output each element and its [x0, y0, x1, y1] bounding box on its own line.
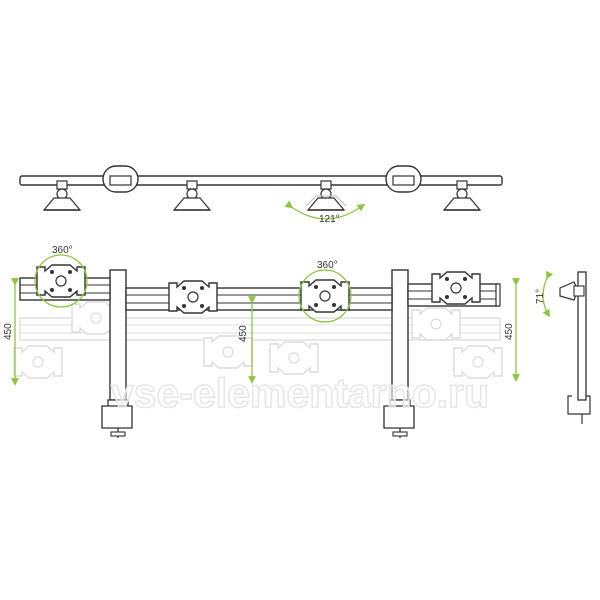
side-post: [577, 271, 587, 401]
top-view: 121°: [19, 165, 503, 225]
tilt-angle-arc: [542, 270, 554, 318]
watermark: vse-elementarno.ru: [111, 370, 489, 416]
swivel-angle-arc: [284, 200, 366, 220]
rotation-circle-left: [34, 254, 88, 308]
height-dimension-right: 450: [504, 278, 520, 382]
height-label-right: 450: [504, 323, 515, 340]
rotation-label-left: 360°: [52, 245, 73, 256]
tilt-angle-label: 71°: [535, 289, 546, 304]
rotation-circle-center: [298, 269, 352, 323]
top-view-beam: [19, 175, 503, 186]
vesa-plate-1: [36, 264, 86, 298]
height-dimension-left: 450: [3, 278, 19, 386]
height-label-middle: 450: [238, 325, 249, 342]
rotation-label-center: 360°: [317, 260, 338, 271]
clamp-right: [383, 399, 415, 438]
front-view: 360° 360° 450 450 450: [3, 245, 520, 438]
swivel-angle-label: 121°: [319, 214, 340, 225]
clamp-left: [101, 399, 133, 438]
vesa-plate-3: [300, 279, 350, 313]
height-dimension-middle: 450: [238, 296, 256, 384]
vesa-plate-4: [431, 271, 481, 305]
side-view: 71°: [535, 270, 591, 424]
lowered-position-ghost: [13, 301, 503, 379]
height-label-left: 450: [3, 323, 14, 340]
vesa-plate-2: [168, 280, 218, 314]
